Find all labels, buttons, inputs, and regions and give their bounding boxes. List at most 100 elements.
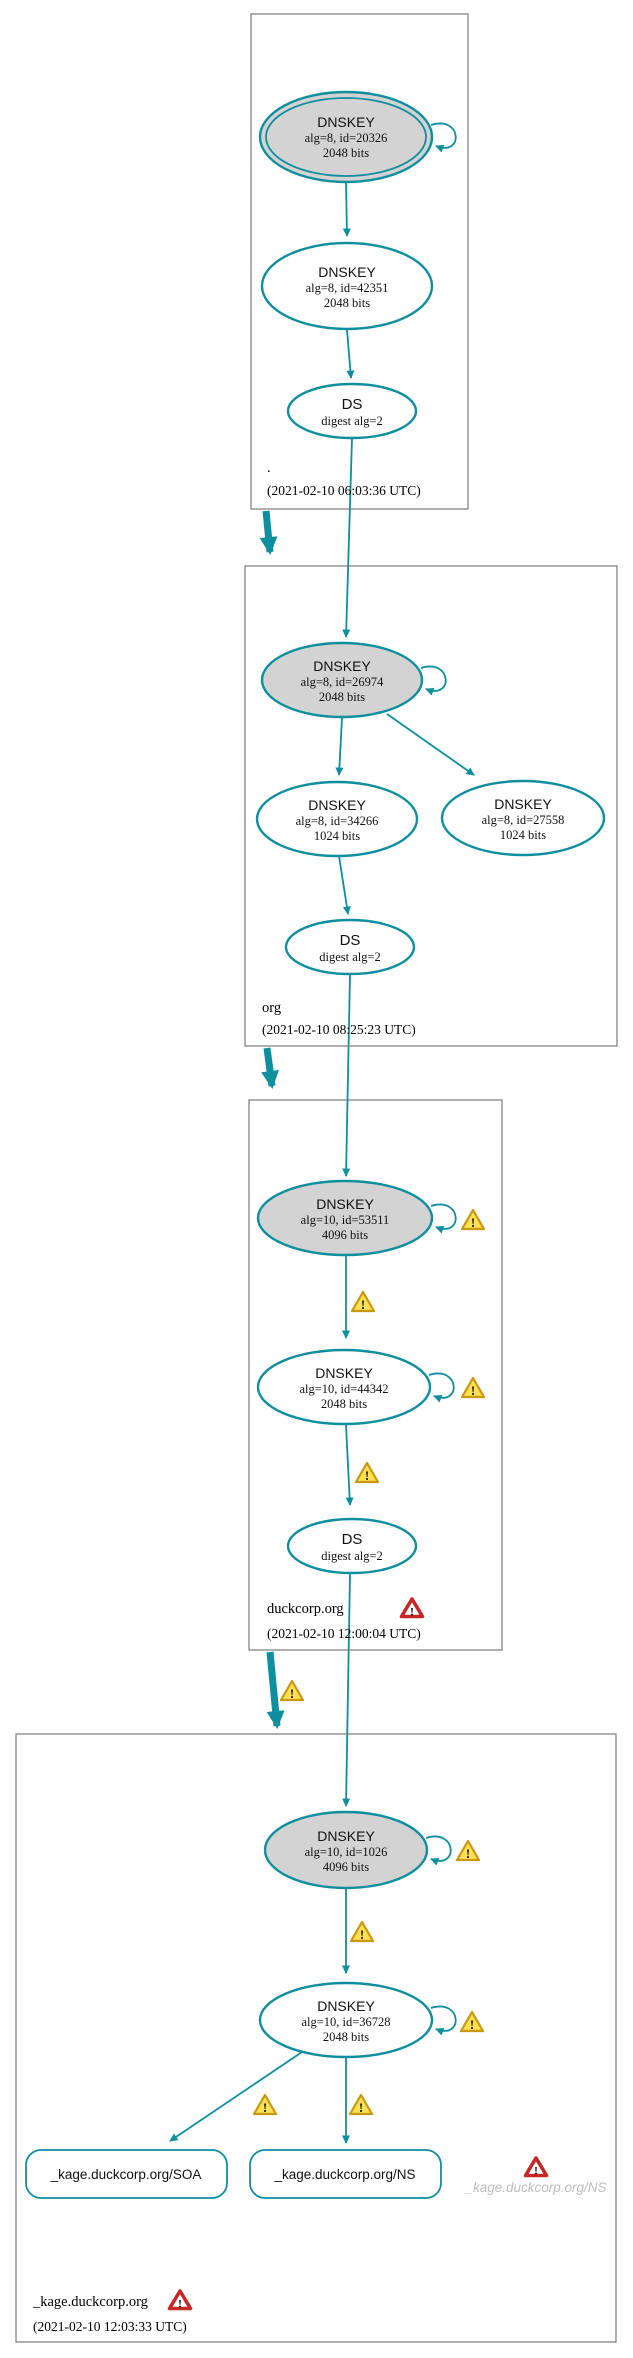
dnskey-bits: 2048 bits [323,2030,369,2044]
dnskey-bits: 2048 bits [321,1397,367,1411]
warning-icons: ! ! ! ! ! ! ! ! ! ! [252,1208,486,2116]
ds-title: DS [342,396,363,413]
self-sign-loop-icon [430,1203,457,1234]
ds-detail: digest alg=2 [321,414,383,428]
dnskey-title: DNSKEY [308,797,366,813]
rrset-label: _kage.duckcorp.org/SOA [50,2167,202,2182]
svg-text:!: ! [178,2297,182,2311]
dnskey-detail: alg=8, id=42351 [306,281,389,295]
dnskey-node-zsk-27558[interactable]: DNSKEY alg=8, id=27558 1024 bits [440,779,606,857]
zone-kage: DNSKEY alg=10, id=1026 4096 bits DNSKEY … [25,1810,607,2334]
zone-box-kage [15,1733,617,2343]
dnskey-title: DNSKEY [313,658,371,674]
edge-org-zsk-to-ds [338,855,351,915]
zone-timestamp-root: (2021-02-10 06:03:36 UTC) [267,483,421,498]
dnskey-detail: alg=8, id=26974 [301,675,385,689]
zone-timestamp-kage: (2021-02-10 12:03:33 UTC) [33,2319,187,2334]
svg-text:!: ! [534,2164,538,2178]
ds-node-org[interactable]: DS digest alg=2 [284,918,416,976]
zone-root: DNSKEY alg=8, id=20326 2048 bits DNSKEY … [258,90,457,498]
warning-icon: ! [459,2010,485,2033]
warning-icon: ! [350,1290,376,1313]
dnskey-detail: alg=10, id=53511 [301,1213,390,1227]
dnskey-title: DNSKEY [317,114,375,130]
zone-duckcorp: DNSKEY alg=10, id=53511 4096 bits DNSKEY… [256,1179,457,1641]
dnskey-detail: alg=8, id=27558 [482,813,565,827]
dnskey-node-ksk-20326[interactable]: DNSKEY alg=8, id=20326 2048 bits [258,90,457,184]
delegation-arrow-org-to-duckcorp [261,1047,279,1089]
dnskey-detail: alg=8, id=34266 [296,814,379,828]
self-sign-loop-icon [425,1835,452,1866]
error-icon: ! [399,1597,425,1619]
zone-box-root [250,13,469,510]
dnskey-bits: 2048 bits [319,690,365,704]
ds-node-duckcorp[interactable]: DS digest alg=2 [286,1517,418,1575]
self-sign-loop-icon [430,122,457,153]
svg-text:!: ! [410,1605,414,1619]
dnskey-title: DNSKEY [316,1196,374,1212]
zone-label-root: . [267,460,271,476]
zone-timestamp-org: (2021-02-10 08:25:23 UTC) [262,1022,416,1037]
zone-label-kage: _kage.duckcorp.org [32,2294,148,2310]
dnskey-bits: 4096 bits [323,1860,369,1874]
zone-box-duckcorp [248,1099,503,1651]
dnskey-node-ksk-1026[interactable]: DNSKEY alg=10, id=1026 4096 bits [263,1810,452,1890]
warning-icon: ! [279,1679,305,1702]
missing-rrset-label: _kage.duckcorp.org/NS [463,2180,606,2195]
dnskey-node-ksk-53511[interactable]: DNSKEY alg=10, id=53511 4096 bits [256,1179,457,1257]
dnskey-node-zsk-36728[interactable]: DNSKEY alg=10, id=36728 2048 bits [258,1981,457,2059]
chain-edges [169,182,475,2144]
ds-detail: digest alg=2 [321,1549,383,1563]
dnskey-node-ksk-26974[interactable]: DNSKEY alg=8, id=26974 2048 bits [260,641,447,719]
edge-org-ksk-to-zsk2 [386,713,475,776]
edge-duckcorp-ds-to-kage-ksk [342,1572,351,1807]
dnskey-bits: 1024 bits [314,829,360,843]
zone-org: DNSKEY alg=8, id=26974 2048 bits DNSKEY … [255,641,606,1037]
dnskey-detail: alg=10, id=36728 [301,2015,390,2029]
zone-label-org: org [262,1000,281,1016]
error-icon: ! [167,2289,193,2311]
svg-text:!: ! [470,2017,474,2032]
svg-text:!: ! [360,1927,364,1942]
edge-kage-zsk-to-soa [169,2051,303,2142]
edge-root-ksk-to-zsk [342,182,351,237]
svg-text:!: ! [471,1383,475,1398]
warning-icon: ! [460,1208,486,1231]
edge-root-zsk-to-ds [346,329,355,379]
error-icon: ! [523,2156,549,2178]
self-sign-loop-icon [430,2005,457,2036]
missing-rrset-ns: ! _kage.duckcorp.org/NS [463,2156,607,2195]
delegation-arrow-duckcorp-to-kage [266,1651,285,1729]
dnskey-detail: alg=8, id=20326 [305,131,388,145]
dnskey-title: DNSKEY [317,1828,375,1844]
dnskey-title: DNSKEY [317,1998,375,2014]
self-sign-loop-icon [420,665,447,696]
dnskey-detail: alg=10, id=44342 [299,1382,388,1396]
warning-icon: ! [349,1920,375,1943]
edge-org-ds-to-duckcorp-ksk [342,973,351,1177]
warning-icon: ! [455,1839,481,1862]
ds-node-root[interactable]: DS digest alg=2 [286,382,418,440]
rrset-node-soa[interactable]: _kage.duckcorp.org/SOA [25,2149,228,2199]
svg-text:!: ! [290,1686,294,1701]
dnskey-bits: 2048 bits [323,146,369,160]
warning-icon: ! [252,2093,278,2116]
dnskey-title: DNSKEY [318,264,376,280]
svg-text:!: ! [359,2100,363,2115]
zone-label-duckcorp: duckcorp.org [267,1601,344,1617]
dnskey-bits: 1024 bits [500,828,546,842]
warning-icon: ! [348,2093,374,2116]
warning-icon: ! [354,1461,380,1484]
rrset-node-ns[interactable]: _kage.duckcorp.org/NS [249,2149,442,2199]
svg-text:!: ! [471,1215,475,1230]
zone-timestamp-duckcorp: (2021-02-10 12:00:04 UTC) [267,1626,421,1641]
dnskey-node-zsk-44342[interactable]: DNSKEY alg=10, id=44342 2048 bits [256,1348,455,1426]
zone-box-org [244,565,618,1047]
dnskey-node-zsk-42351[interactable]: DNSKEY alg=8, id=42351 2048 bits [260,241,434,331]
delegation-arrow-root-to-org [259,510,278,555]
dnskey-node-zsk-34266[interactable]: DNSKEY alg=8, id=34266 1024 bits [255,780,419,858]
edge-org-ksk-to-zsk1 [335,717,344,776]
svg-text:!: ! [263,2100,267,2115]
